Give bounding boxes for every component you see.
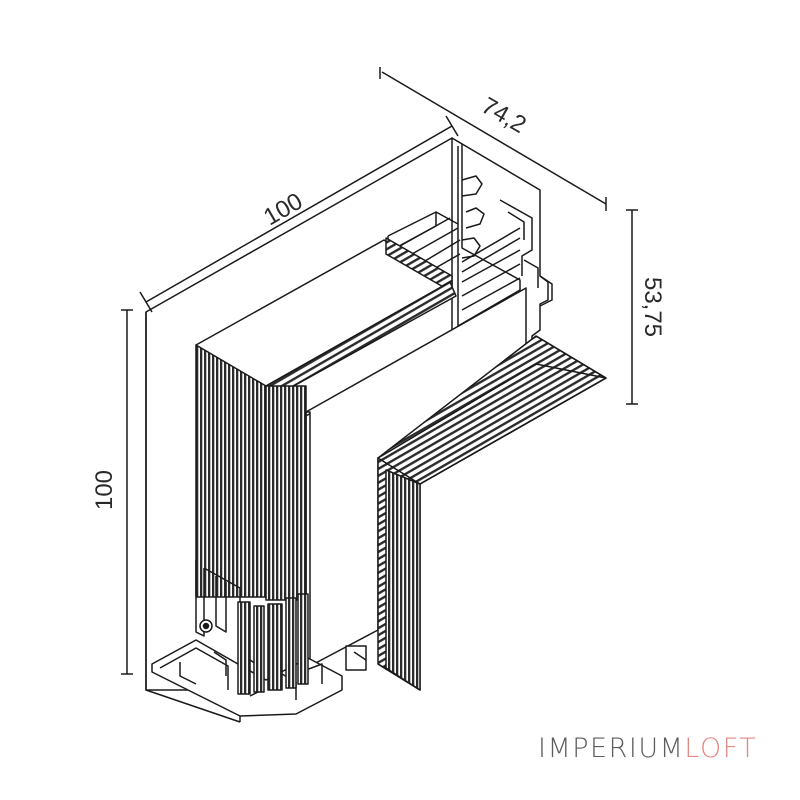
dimension-height — [626, 209, 638, 405]
dimension-top-length — [139, 115, 459, 313]
brand-logo: IMPERIUMLOFT — [538, 733, 757, 764]
heatsink-arm-right — [377, 335, 607, 691]
lower-posts — [237, 593, 309, 695]
inner-rails-right — [387, 211, 521, 311]
heatsink-top-band — [265, 237, 457, 399]
dimension-depth — [379, 67, 607, 211]
heatsink-vertical-left — [195, 239, 451, 598]
heatsink-inner-strip — [265, 385, 307, 601]
dim-label-side-length: 100 — [91, 470, 118, 510]
brand-part-2: LOFT — [684, 733, 758, 764]
dim-label-height: 53,75 — [639, 277, 666, 337]
brand-part-1: IMPERIUM — [538, 733, 685, 764]
dimension-side-length — [121, 309, 133, 675]
